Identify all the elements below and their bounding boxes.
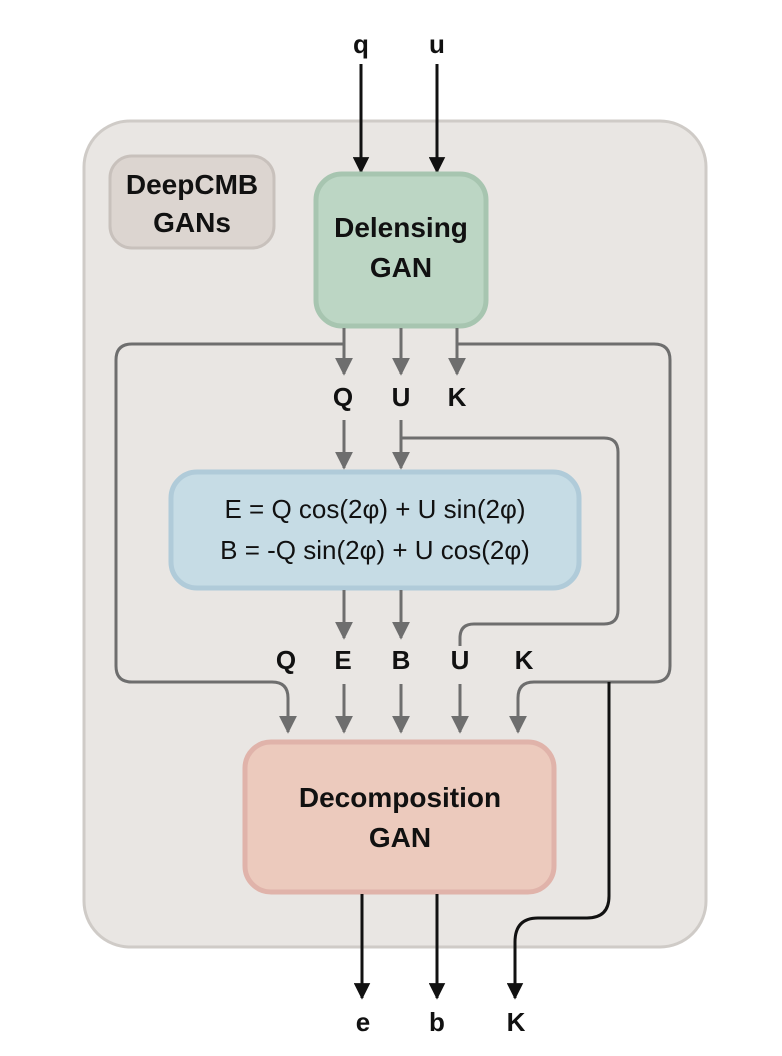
delensing-out-label-q: Q bbox=[333, 382, 353, 412]
rotation-equation-box: E = Q cos(2φ) + U sin(2φ) B = -Q sin(2φ)… bbox=[168, 469, 582, 591]
decomposition-gan-box: Decomposition GAN bbox=[242, 739, 557, 895]
bypass-arrow-k bbox=[457, 342, 672, 734]
decomposition-line1: Decomposition bbox=[299, 782, 501, 813]
delensing-line2: GAN bbox=[370, 252, 432, 283]
output-arrow-k bbox=[506, 682, 611, 1000]
title-line1: DeepCMB bbox=[126, 169, 258, 200]
input-label-u: u bbox=[429, 29, 445, 59]
bypass-arrow-u bbox=[401, 436, 620, 646]
decomp-in-label-b: B bbox=[392, 645, 411, 675]
decomp-in-label-u: U bbox=[451, 645, 470, 675]
bypass-arrow-q bbox=[114, 342, 344, 734]
input-label-q: q bbox=[353, 29, 369, 59]
delensing-out-label-k: K bbox=[448, 382, 467, 412]
decomposition-line2: GAN bbox=[369, 822, 431, 853]
decomp-in-label-q: Q bbox=[276, 645, 296, 675]
delensing-gan-box: Delensing GAN bbox=[313, 171, 489, 329]
decomp-in-label-e: E bbox=[334, 645, 351, 675]
output-label-b: b bbox=[429, 1007, 445, 1037]
decomp-in-label-k: K bbox=[515, 645, 534, 675]
output-label-e: e bbox=[356, 1007, 370, 1037]
title-line2: GANs bbox=[153, 207, 231, 238]
output-label-k: K bbox=[507, 1007, 526, 1037]
delensing-out-label-u: U bbox=[392, 382, 411, 412]
equation-line2: B = -Q sin(2φ) + U cos(2φ) bbox=[220, 535, 530, 565]
deepcmb-title-box: DeepCMB GANs bbox=[108, 154, 276, 250]
delensing-line1: Delensing bbox=[334, 212, 468, 243]
equation-line1: E = Q cos(2φ) + U sin(2φ) bbox=[224, 494, 525, 524]
